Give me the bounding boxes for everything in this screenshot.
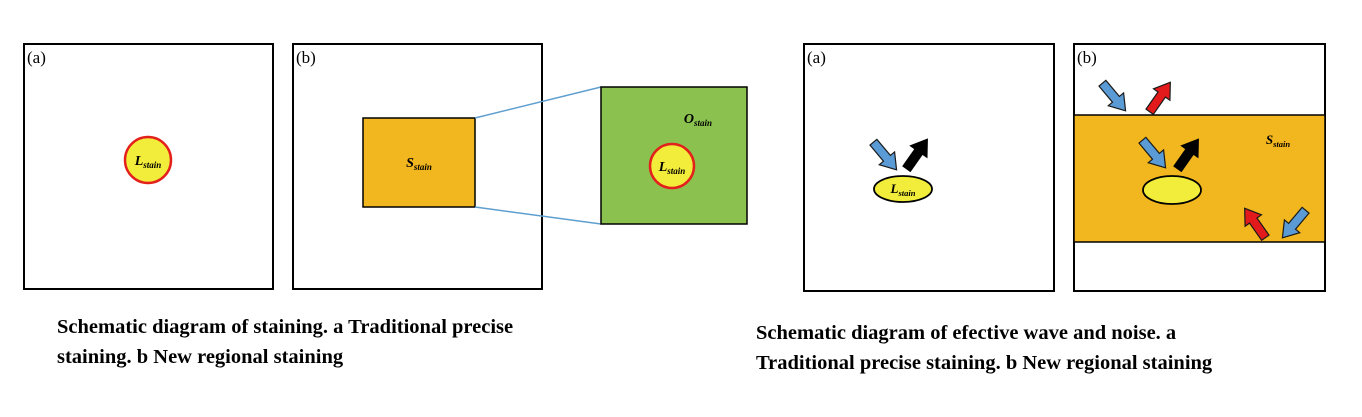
fig2-b-target-ellipse xyxy=(1142,175,1202,205)
fig1-caption-line1: Schematic diagram of staining. a Traditi… xyxy=(57,316,514,338)
fig2-panel-b-label: (b) xyxy=(1077,48,1097,67)
fig1-caption-line2: staining. b New regional staining xyxy=(57,346,344,368)
fig1-l-stain-circle xyxy=(123,135,173,185)
fig1-panel-a-label: (a) xyxy=(27,48,46,67)
fig2-caption-line1: Schematic diagram of efective wave and n… xyxy=(756,322,1177,344)
fig2-l-stain-label: Lstain xyxy=(890,181,916,198)
fig2-s-stain-label: Sstain xyxy=(1266,132,1291,149)
fig1-o-stain-label: Ostain xyxy=(684,112,712,128)
fig1-zoom-l-stain-circle xyxy=(648,142,696,190)
fig2-caption: Schematic diagram of efective wave and n… xyxy=(756,318,1212,378)
fig1-panel-a: (a) Lstain xyxy=(23,43,274,290)
fig2-l-stain-ellipse xyxy=(873,175,933,203)
fig1-s-stain-label: Sstain xyxy=(406,156,432,172)
fig1-zoom-box: Ostain Lstain xyxy=(600,86,748,225)
fig2-caption-line2: Traditional precise staining. b New regi… xyxy=(756,352,1213,374)
fig2-s-stain-region xyxy=(1073,114,1326,243)
fig1-s-stain-region xyxy=(362,117,476,208)
fig2-panel-a-frame xyxy=(803,43,1055,292)
fig1-a-l-stain-label: Lstain xyxy=(134,154,162,170)
fig1-zoom-l-stain-label: Lstain xyxy=(658,160,686,176)
fig1-zoom-connector-bottom xyxy=(474,206,602,225)
fig1-panel-b-label: (b) xyxy=(296,48,316,67)
fig1-caption: Schematic diagram of staining. a Traditi… xyxy=(57,312,513,372)
fig2-panel-b: (b) Sstain xyxy=(1073,43,1326,292)
figure2: (a) Lstain (b) Sstain xyxy=(803,43,1326,292)
figure1: (a) Lstain (b) Sstain Ostain Lstain xyxy=(23,43,748,290)
fig2-panel-a-label: (a) xyxy=(807,48,826,67)
fig2-panel-a: (a) Lstain xyxy=(803,43,1055,292)
fig1-zoom-connector-top xyxy=(474,86,602,119)
fig1-panel-b: (b) Sstain xyxy=(292,43,543,290)
